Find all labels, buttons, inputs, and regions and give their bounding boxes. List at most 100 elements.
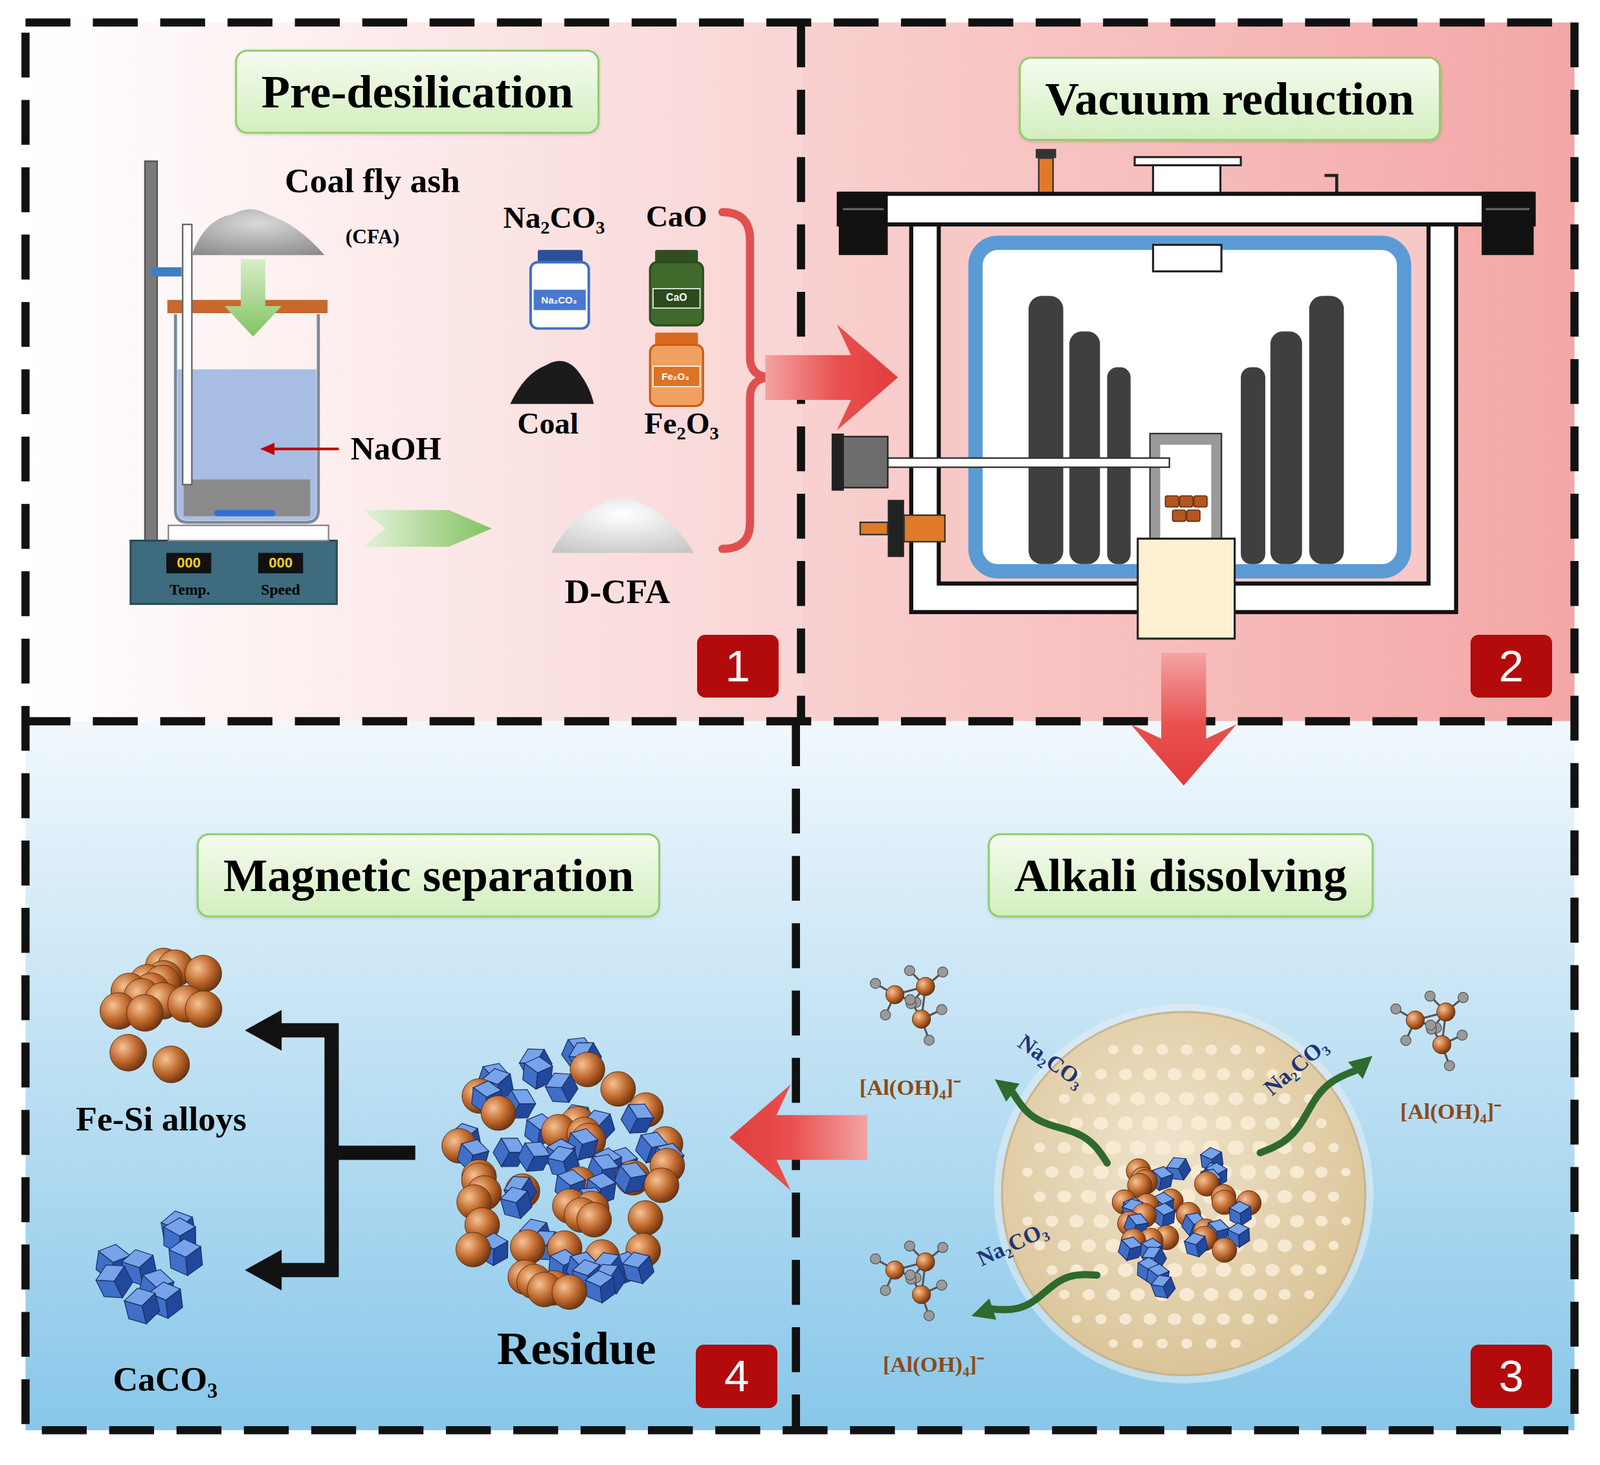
particle-cluster [1111, 1146, 1261, 1303]
valve-pipe [860, 522, 889, 535]
pore [1058, 1093, 1070, 1104]
hydrogen-atom [880, 1010, 891, 1021]
hydrogen-atom [924, 1310, 935, 1322]
figure-label: Fe₂O₃ [644, 406, 720, 441]
pore [1045, 1166, 1059, 1179]
panel-ground [801, 22, 1575, 722]
alloy-sphere [510, 1229, 546, 1265]
arrow-head [1348, 1056, 1373, 1080]
pore [1304, 1290, 1314, 1300]
pore [1156, 1339, 1168, 1349]
pore [1265, 1117, 1280, 1131]
shell-halo [994, 1003, 1374, 1384]
particle-cluster [100, 948, 223, 1083]
cube-face [513, 1191, 534, 1219]
pellet [1172, 510, 1186, 522]
cube-crystal [168, 1237, 204, 1278]
pore [1082, 1289, 1096, 1301]
cube-face [139, 1293, 162, 1324]
pore [1192, 1313, 1206, 1325]
cube-crystal [1229, 1200, 1253, 1227]
pore [1277, 1190, 1292, 1204]
pore [1034, 1143, 1046, 1153]
alloy-sphere [552, 1275, 588, 1311]
cube-face [1176, 1159, 1194, 1181]
pore [1167, 1068, 1182, 1081]
pore [1228, 1288, 1243, 1302]
cube-face [625, 1170, 647, 1199]
figure-label: [Al(OH)₄]⁻ [859, 1075, 962, 1101]
panel-ground [25, 721, 1575, 1432]
pore [1203, 1092, 1219, 1107]
hydrogen-atom [904, 1241, 916, 1252]
green-arrow [224, 258, 282, 337]
hydrogen-atom [880, 1285, 891, 1296]
pore [1290, 1264, 1303, 1276]
small-label: Na₂CO₃ [541, 294, 577, 305]
alloy-sphere [152, 1046, 190, 1084]
dashed-frame [25, 22, 1575, 1432]
pore [1315, 1118, 1327, 1129]
flange [1481, 191, 1534, 256]
bottle [530, 262, 589, 329]
fly-ash-pile [191, 209, 325, 256]
cube-face [185, 1246, 204, 1276]
alloy-sphere [576, 1202, 612, 1238]
hydrogen-atom [1425, 1020, 1436, 1031]
pore [1093, 1165, 1109, 1180]
cube-face [1126, 1243, 1142, 1265]
aluminium-atom [1432, 1035, 1451, 1054]
port-plate [1134, 157, 1241, 166]
particle-layer [91, 948, 1468, 1349]
pore [1154, 1092, 1170, 1107]
knob-top [1035, 148, 1057, 158]
hydrogen-atom [937, 966, 949, 978]
pore [1095, 1069, 1107, 1080]
pore [1106, 1288, 1120, 1301]
flow-arrow [1130, 653, 1237, 786]
bottle-label [533, 289, 586, 311]
figure-label: [Al(OH)₄]⁻ [1400, 1099, 1502, 1125]
bottle-cap [655, 249, 698, 263]
figure-label: NaOH [350, 431, 442, 467]
figure-label: Coal [517, 406, 579, 441]
knob [1038, 157, 1054, 194]
pore [1179, 1091, 1195, 1106]
cube-crystal [513, 1135, 554, 1178]
cube-crystal [541, 1067, 582, 1110]
cube-crystal [1183, 1231, 1210, 1260]
arrow-head [244, 1010, 282, 1052]
pore [1022, 1167, 1034, 1177]
alloy-sphere [600, 1071, 636, 1107]
pore [1105, 1141, 1122, 1156]
pedestal [1137, 538, 1235, 639]
alloy-sphere [126, 994, 164, 1032]
aluminate-molecule [870, 965, 949, 1046]
figure-label: Na₂CO₃ [973, 1218, 1052, 1272]
figure-label: Na₂CO₃ [1259, 1033, 1333, 1101]
pore [1203, 1288, 1219, 1301]
arrow-head [994, 1079, 1020, 1103]
cube-crystal [122, 1284, 162, 1329]
alloy-sphere [644, 1168, 679, 1204]
platform [168, 525, 329, 542]
pore [1289, 1214, 1305, 1228]
pore [1179, 1288, 1195, 1302]
aluminium-atom [1436, 1003, 1456, 1022]
display [258, 552, 303, 574]
cube-face [1240, 1207, 1252, 1227]
flow-arrow [729, 1084, 868, 1191]
pore [1057, 1190, 1072, 1204]
display [166, 552, 212, 574]
small-label: Fe₂O₃ [661, 371, 690, 382]
cube-crystal [498, 1183, 535, 1223]
pore [1129, 1140, 1146, 1155]
pore [1080, 1190, 1097, 1204]
split-arrow [273, 1030, 409, 1270]
figure-label: Speed [260, 581, 300, 599]
particle-cluster [442, 1032, 687, 1311]
pore [1046, 1265, 1058, 1276]
cube-crystal [611, 1157, 650, 1199]
arrow-head [971, 1299, 997, 1321]
bottle-cap [655, 332, 698, 345]
